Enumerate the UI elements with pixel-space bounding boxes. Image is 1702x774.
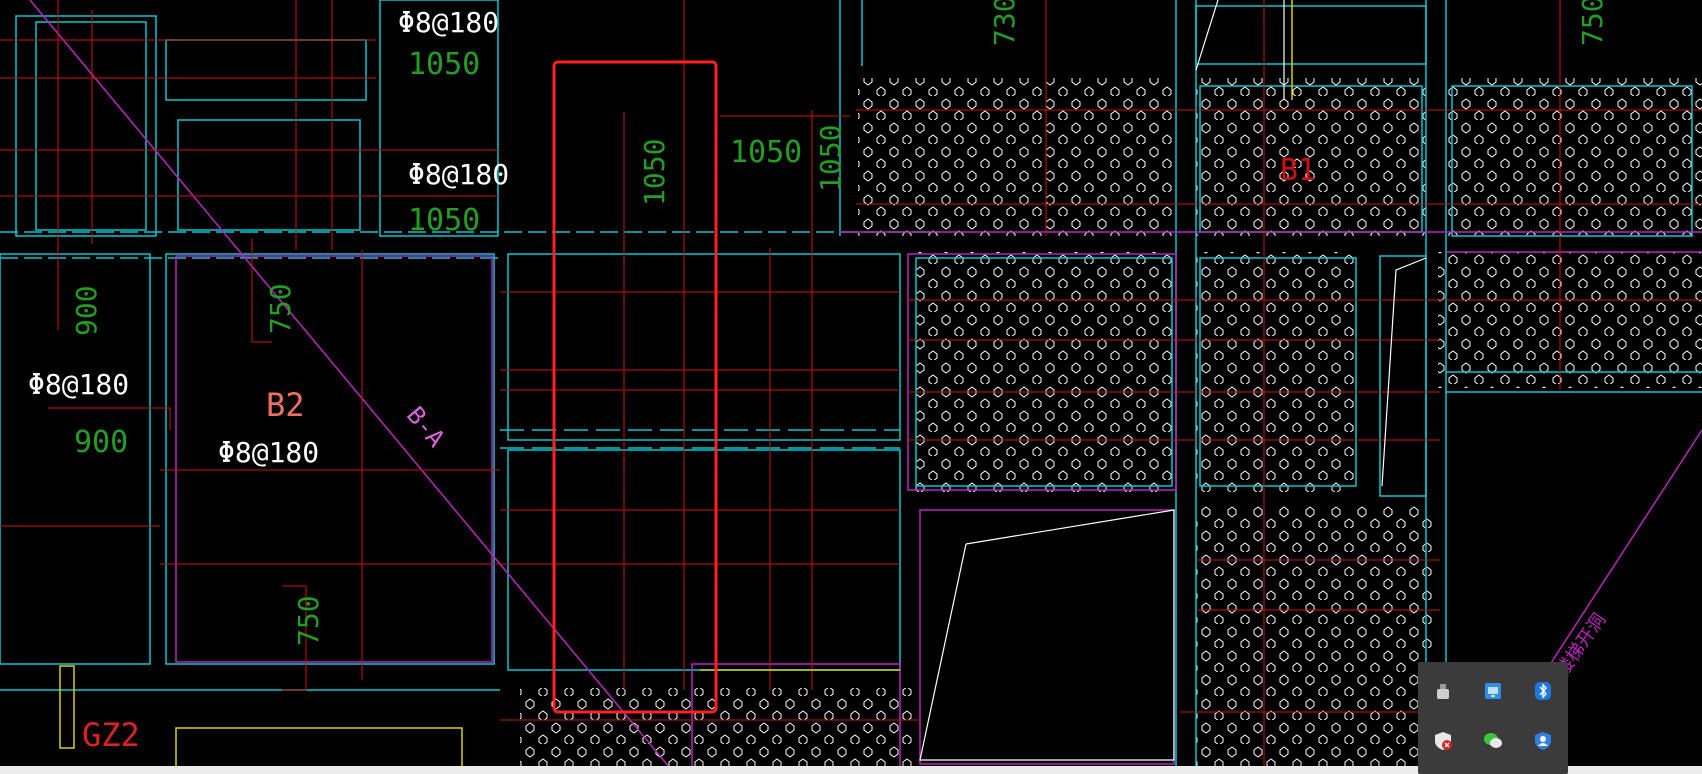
rebar-label: Φ8@180 — [408, 158, 509, 191]
slab-label: B2 — [266, 386, 305, 424]
rebar-label: Φ8@180 — [28, 368, 129, 401]
user-shield-icon[interactable] — [1518, 716, 1568, 766]
dimension-label: 900 — [74, 425, 128, 460]
rebar-label: Φ8@180 — [398, 6, 499, 39]
dimension-label: 1050 — [408, 203, 480, 238]
system-tray-overflow — [1418, 662, 1568, 774]
column-label: GZ2 — [82, 716, 140, 754]
yellow-lines — [59, 0, 1293, 768]
wechat-icon[interactable] — [1468, 716, 1518, 766]
slab-label: B1 — [1280, 153, 1316, 188]
usb-drive-icon[interactable] — [1418, 666, 1468, 716]
rebar-label: Φ8@180 — [218, 436, 319, 469]
dimension-label: 1050 — [408, 47, 480, 82]
beam-label: B-A — [401, 401, 451, 453]
security-shield-icon[interactable] — [1418, 716, 1468, 766]
white-lines — [919, 0, 1427, 761]
dimension-label: 1050 — [638, 139, 671, 206]
dimension-label: 750 — [264, 283, 297, 334]
hatch-regions — [520, 78, 1702, 768]
dimension-label: 1050 — [814, 125, 847, 192]
dimension-label: 750 — [292, 595, 325, 646]
outline-lines — [29, 0, 1702, 768]
selection-rectangle[interactable] — [552, 60, 718, 714]
display-settings-icon[interactable] — [1468, 666, 1518, 716]
dimension-label: 730 — [988, 0, 1021, 46]
bluetooth-icon[interactable] — [1518, 666, 1568, 716]
dimension-label: 750 — [1576, 0, 1609, 46]
dimension-label: 1050 — [730, 135, 802, 170]
drawing-labels: Φ8@180 Φ8@180 Φ8@180 Φ8@180 1050 1050 10… — [28, 0, 1610, 754]
dimension-label: 900 — [70, 285, 103, 336]
taskbar-edge — [0, 766, 1702, 774]
